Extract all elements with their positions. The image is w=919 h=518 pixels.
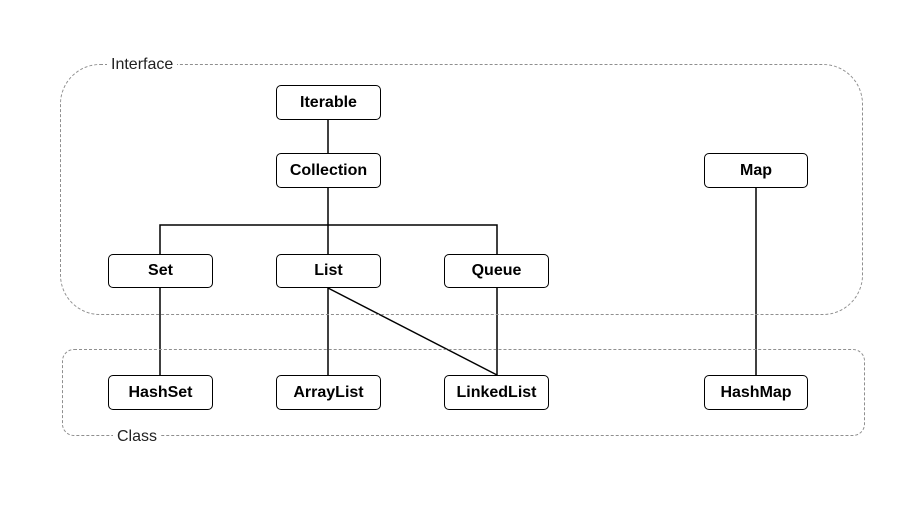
node-linkedlist[interactable]: LinkedList — [444, 375, 549, 410]
class-group-label: Class — [113, 428, 162, 446]
interface-group-label: Interface — [107, 56, 178, 74]
node-set[interactable]: Set — [108, 254, 213, 288]
node-hashmap[interactable]: HashMap — [704, 375, 808, 410]
node-list[interactable]: List — [276, 254, 381, 288]
edge-list-linkedlist — [327, 287, 498, 376]
node-collection[interactable]: Collection — [276, 153, 381, 188]
node-hashset[interactable]: HashSet — [108, 375, 213, 410]
class-group — [62, 349, 865, 436]
node-map[interactable]: Map — [704, 153, 808, 188]
node-iterable[interactable]: Iterable — [276, 85, 381, 120]
node-arraylist[interactable]: ArrayList — [276, 375, 381, 410]
interface-group — [60, 64, 863, 315]
node-queue[interactable]: Queue — [444, 254, 549, 288]
